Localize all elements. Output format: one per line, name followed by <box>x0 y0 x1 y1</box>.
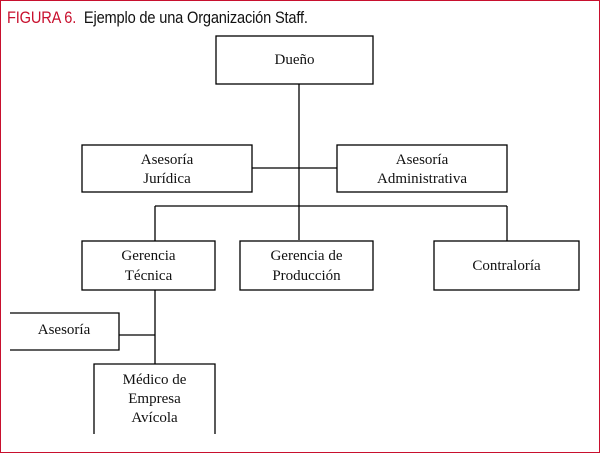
node-poultry-doctor-label-3: Avícola <box>131 410 178 426</box>
node-owner-label: Dueño <box>275 52 315 68</box>
node-legal-advisory-label-2: Jurídica <box>143 171 191 187</box>
box-legal-advisory <box>81 144 253 193</box>
node-poultry-doctor-label-1: Médico de <box>123 372 187 388</box>
org-chart-connectors <box>119 84 508 364</box>
figure-caption-text: Ejemplo de una Organización Staff. <box>83 8 308 27</box>
node-admin-advisory-label-2: Administrativa <box>377 171 467 187</box>
box-technical-management <box>81 240 216 291</box>
figure-caption-label: FIGURA 6. <box>7 8 77 27</box>
box-admin-advisory <box>336 144 508 193</box>
box-advisory <box>10 312 120 351</box>
node-production-management-label-2: Producción <box>272 268 341 284</box>
node-poultry-doctor-label-2: Empresa <box>128 391 181 407</box>
node-technical-management-label-1: Gerencia <box>121 248 175 264</box>
node-production-management-label-1: Gerencia de <box>270 248 342 264</box>
box-owner <box>215 35 374 85</box>
figure-caption: FIGURA 6. Ejemplo de una Organización St… <box>7 8 308 28</box>
node-admin-advisory-label-1: Asesoría <box>396 152 449 168</box>
node-legal-advisory-label-1: Asesoría <box>141 152 194 168</box>
box-poultry-doctor <box>93 363 216 434</box>
box-production-management <box>239 240 374 291</box>
node-advisory-label: Asesoría <box>38 322 91 338</box>
box-comptroller <box>433 240 580 291</box>
org-chart-labels: Dueño Asesoría Jurídica Asesoría Adminis… <box>38 52 541 426</box>
node-technical-management-label-2: Técnica <box>125 268 173 284</box>
org-chart-boxes <box>10 35 580 434</box>
node-comptroller-label: Contraloría <box>472 258 541 274</box>
